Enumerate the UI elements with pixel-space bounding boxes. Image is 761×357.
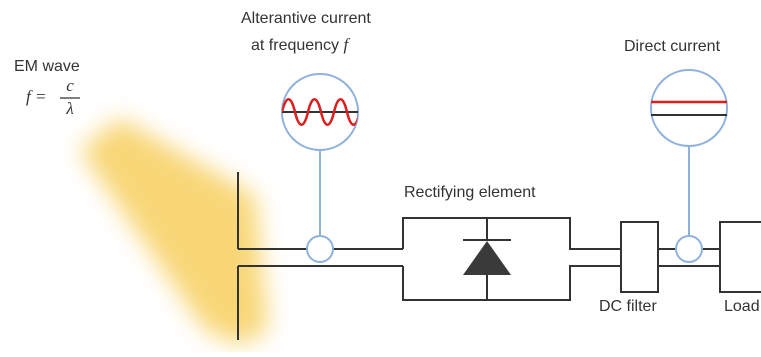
formula-lhs: f =	[26, 87, 47, 106]
em-wave-beam	[80, 118, 268, 345]
ac-probe	[281, 73, 359, 263]
dc-filter-label: DC filter	[599, 298, 657, 315]
em-wave-label: EM wave	[14, 58, 80, 75]
ac-sine-wave	[282, 98, 358, 126]
formula-numerator: c	[66, 76, 74, 95]
rectifier-label: Rectifying element	[404, 184, 536, 201]
rectifier-box-bottom	[402, 265, 621, 301]
diode-symbol	[463, 241, 511, 275]
ac-label-line1: Alterantive current	[241, 10, 371, 27]
formula-denominator: λ	[66, 99, 74, 118]
dc-probe	[650, 69, 728, 263]
load-label: Load	[724, 298, 760, 315]
dc-label: Direct current	[624, 38, 721, 55]
ac-label-prefix: at frequency	[251, 37, 344, 54]
ac-label-frequency-var: f	[343, 35, 349, 54]
ac-label-line2: at frequency f	[251, 35, 348, 56]
dc-filter-box	[620, 221, 659, 293]
load-box	[719, 221, 761, 293]
rectifier-box	[402, 217, 621, 250]
